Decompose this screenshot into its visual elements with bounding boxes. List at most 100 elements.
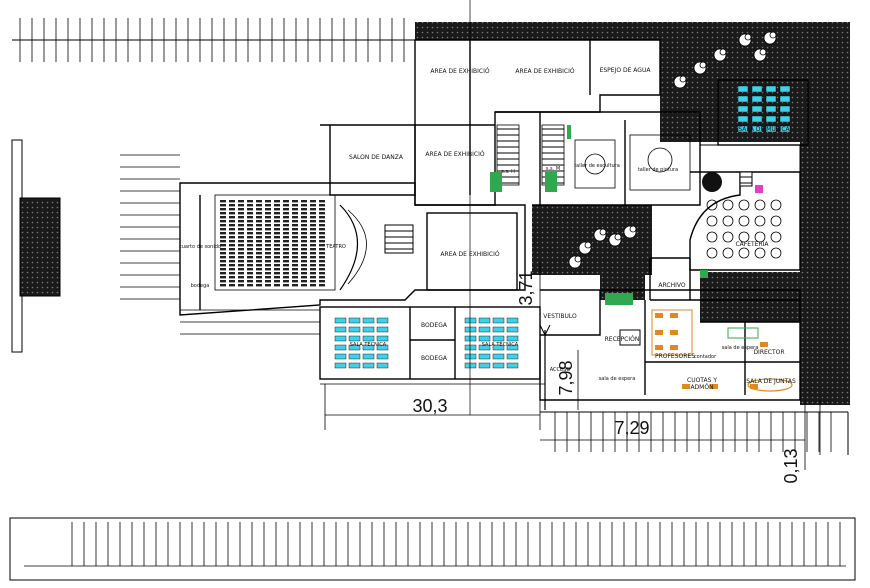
label-recepcion: RECEPCIÓN — [605, 336, 640, 343]
theatre-seat — [301, 212, 307, 215]
theatre-seat — [256, 276, 262, 279]
label-cafeteria: CAFETERÍA — [735, 241, 769, 248]
theatre-seat — [247, 216, 253, 219]
theatre-seat — [292, 252, 298, 255]
label-profesores: PROFESORES — [655, 353, 695, 360]
tech-seat — [334, 317, 347, 324]
theatre-seat — [292, 240, 298, 243]
theatre-seat — [301, 208, 307, 211]
theatre-seat — [229, 240, 235, 243]
tech-seat — [376, 353, 389, 360]
theatre-seat — [220, 212, 226, 215]
theatre-seat — [310, 200, 316, 203]
theatre-seat — [229, 216, 235, 219]
tech-seat — [362, 353, 375, 360]
theatre-seating — [214, 194, 414, 291]
tech-seat — [506, 362, 519, 369]
theatre-seat — [265, 264, 271, 267]
music-seat — [737, 125, 749, 133]
theatre-seat — [265, 256, 271, 259]
theatre-seat — [220, 200, 226, 203]
label-contador: contador — [694, 354, 717, 360]
theatre-seat — [274, 284, 280, 287]
tech-seat — [362, 344, 375, 351]
theatre-seat — [283, 228, 289, 231]
tech-seat — [334, 353, 347, 360]
theatre-seat — [319, 256, 325, 259]
parking-top — [12, 18, 415, 62]
cafe-table — [706, 247, 718, 259]
theatre-seat — [283, 256, 289, 259]
theatre-seat — [310, 252, 316, 255]
theatre-seat — [274, 280, 280, 283]
label-sanitario-m: s.s. M — [546, 166, 560, 172]
theatre-seat — [265, 260, 271, 263]
theatre-seat — [319, 224, 325, 227]
tech-seat — [376, 362, 389, 369]
theatre-seat — [283, 252, 289, 255]
theatre-seat — [283, 260, 289, 263]
label-sala-tecnica-1: SALA TÉCNICA — [350, 340, 387, 348]
theatre-seat — [274, 248, 280, 251]
theatre-seat — [256, 208, 262, 211]
tech-seat — [348, 362, 361, 369]
music-seat — [779, 85, 791, 93]
label-sala-espera: sala de espera — [599, 376, 636, 382]
theatre-seat — [256, 240, 262, 243]
theatre-seat — [229, 204, 235, 207]
label-cuotas: CUOTAS Y — [687, 377, 717, 384]
cafe-table — [722, 231, 734, 243]
theatre-seat — [301, 220, 307, 223]
theatre-seat — [247, 228, 253, 231]
theatre-seat — [274, 232, 280, 235]
theatre-seat — [292, 268, 298, 271]
label-director: DIRECTOR — [753, 349, 784, 356]
music-seat — [765, 85, 777, 93]
tech-seat — [492, 344, 505, 351]
theatre-seat — [301, 268, 307, 271]
theatre-seat — [319, 200, 325, 203]
trees — [568, 31, 777, 269]
theatre-seat — [301, 204, 307, 207]
theatre-seat — [292, 256, 298, 259]
theatre-seat — [310, 272, 316, 275]
theatre-seat — [247, 244, 253, 247]
theatre-seat — [238, 272, 244, 275]
theatre-seat — [256, 200, 262, 203]
theatre-seat — [256, 236, 262, 239]
label-taller-pintura: taller de pintura — [638, 167, 678, 173]
theatre-seat — [310, 220, 316, 223]
theatre-seat — [265, 200, 271, 203]
label-area-exhibicion-3: AREA DE EXHIBICIÓ — [425, 151, 484, 158]
theatre-seat — [220, 220, 226, 223]
theatre-seat — [274, 272, 280, 275]
theatre-seat — [229, 244, 235, 247]
label-taller-escultura: taller de escultura — [574, 163, 620, 169]
theatre-seat — [247, 232, 253, 235]
theatre-seat — [238, 204, 244, 207]
theatre-seat — [301, 272, 307, 275]
tech-seat — [506, 353, 519, 360]
theatre-seat — [292, 200, 298, 203]
theatre-seat — [220, 216, 226, 219]
label-sala-juntas: SALA DE JUNTAS — [746, 378, 796, 385]
label-vestibulo: VESTIBULO — [543, 313, 577, 320]
theatre-seat — [238, 284, 244, 287]
label-bodega-2: BODEGA — [421, 355, 448, 362]
tech-seat — [478, 317, 491, 324]
theatre-seat — [265, 204, 271, 207]
cafe-table — [706, 215, 718, 227]
label-sanitario-h: s.s. H — [501, 169, 515, 175]
admin-desk — [710, 384, 718, 389]
theatre-seat — [283, 212, 289, 215]
tech-seat — [506, 335, 519, 342]
theatre-seat — [274, 220, 280, 223]
theatre-seat — [292, 260, 298, 263]
label-admon: ADMÓN — [690, 384, 713, 391]
theatre-seat — [265, 232, 271, 235]
music-seat — [751, 95, 763, 103]
theatre-seat — [301, 244, 307, 247]
theatre-seat — [238, 256, 244, 259]
theatre-seat — [238, 280, 244, 283]
